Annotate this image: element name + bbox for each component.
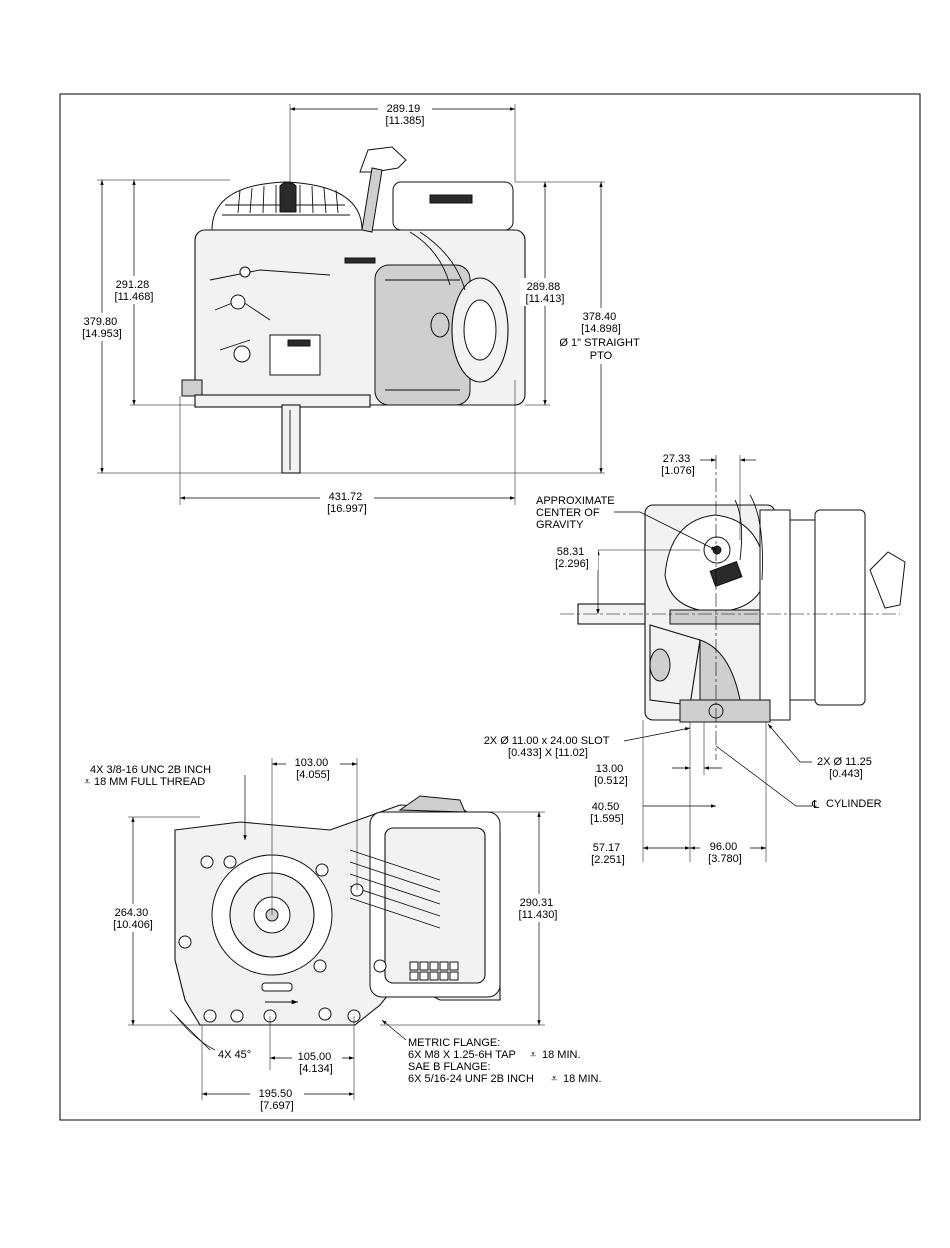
dim-289-19: 289.19 [11.385] [386, 103, 425, 127]
dim-27-33: 27.33 [1.076] [661, 453, 695, 477]
dim-96-00: 96.00 [3.780] [708, 841, 742, 865]
dim-289-88: 289.88 [11.413] [526, 281, 565, 305]
dim-58-31: 58.31 [2.296] [555, 546, 589, 570]
pto-side-engine-illustration [174, 795, 501, 1026]
front-engine-illustration [181, 146, 526, 474]
angle-note: 4X 45° [218, 1049, 251, 1061]
pto-side-view: 4X 3/8-16 UNC 2B INCH ⩡ 18 MM FULL THREA… [84, 756, 602, 1112]
pto-note: Ø 1" STRAIGHT PTO [559, 337, 642, 362]
center-of-gravity-label: APPROXIMATE CENTER OF GRAVITY [536, 495, 618, 531]
dim-431-72: 431.72 [16.997] [327, 491, 367, 515]
cylinder-centerline-symbol: ℄ [811, 799, 819, 811]
dim-290-31: 290.31 [11.430] [519, 897, 558, 921]
dim-105-00: 105.00 [4.134] [298, 1051, 335, 1075]
dim-103-00: 103.00 [4.055] [295, 757, 332, 781]
side-view: 27.33 [1.076] APPROXIMATE CENTER OF GRAV… [484, 453, 906, 866]
cylinder-label: CYLINDER [826, 798, 882, 810]
hole-note: 2X Ø 11.25 [0.443] [817, 756, 875, 780]
dim-195-50: 195.50 [7.697] [259, 1088, 296, 1112]
dim-57-17: 57.17 [2.251] [591, 842, 625, 866]
dim-264-30: 264.30 [10.406] [113, 907, 153, 931]
dim-40-50: 40.50 [1.595] [590, 801, 624, 825]
side-engine-illustration [577, 494, 906, 723]
dim-291-28: 291.28 [11.468] [115, 279, 154, 303]
thread-note: 4X 3/8-16 UNC 2B INCH ⩡ 18 MM FULL THREA… [84, 764, 214, 788]
flange-note: METRIC FLANGE: 6X M8 X 1.25-6H TAP ⩡ 18 … [408, 1037, 602, 1085]
front-view: 289.19 [11.385] 291.28 [11.468] 379.80 [… [77, 101, 656, 516]
dim-13-00: 13.00 [0.512] [594, 763, 628, 787]
dim-379-80: 379.80 [14.953] [82, 316, 122, 340]
slot-note: 2X Ø 11.00 x 24.00 SLOT [0.433] X [11.02… [484, 735, 613, 759]
dim-378-40: 378.40 [14.898] [581, 311, 621, 335]
drawing-border [59, 93, 921, 1121]
